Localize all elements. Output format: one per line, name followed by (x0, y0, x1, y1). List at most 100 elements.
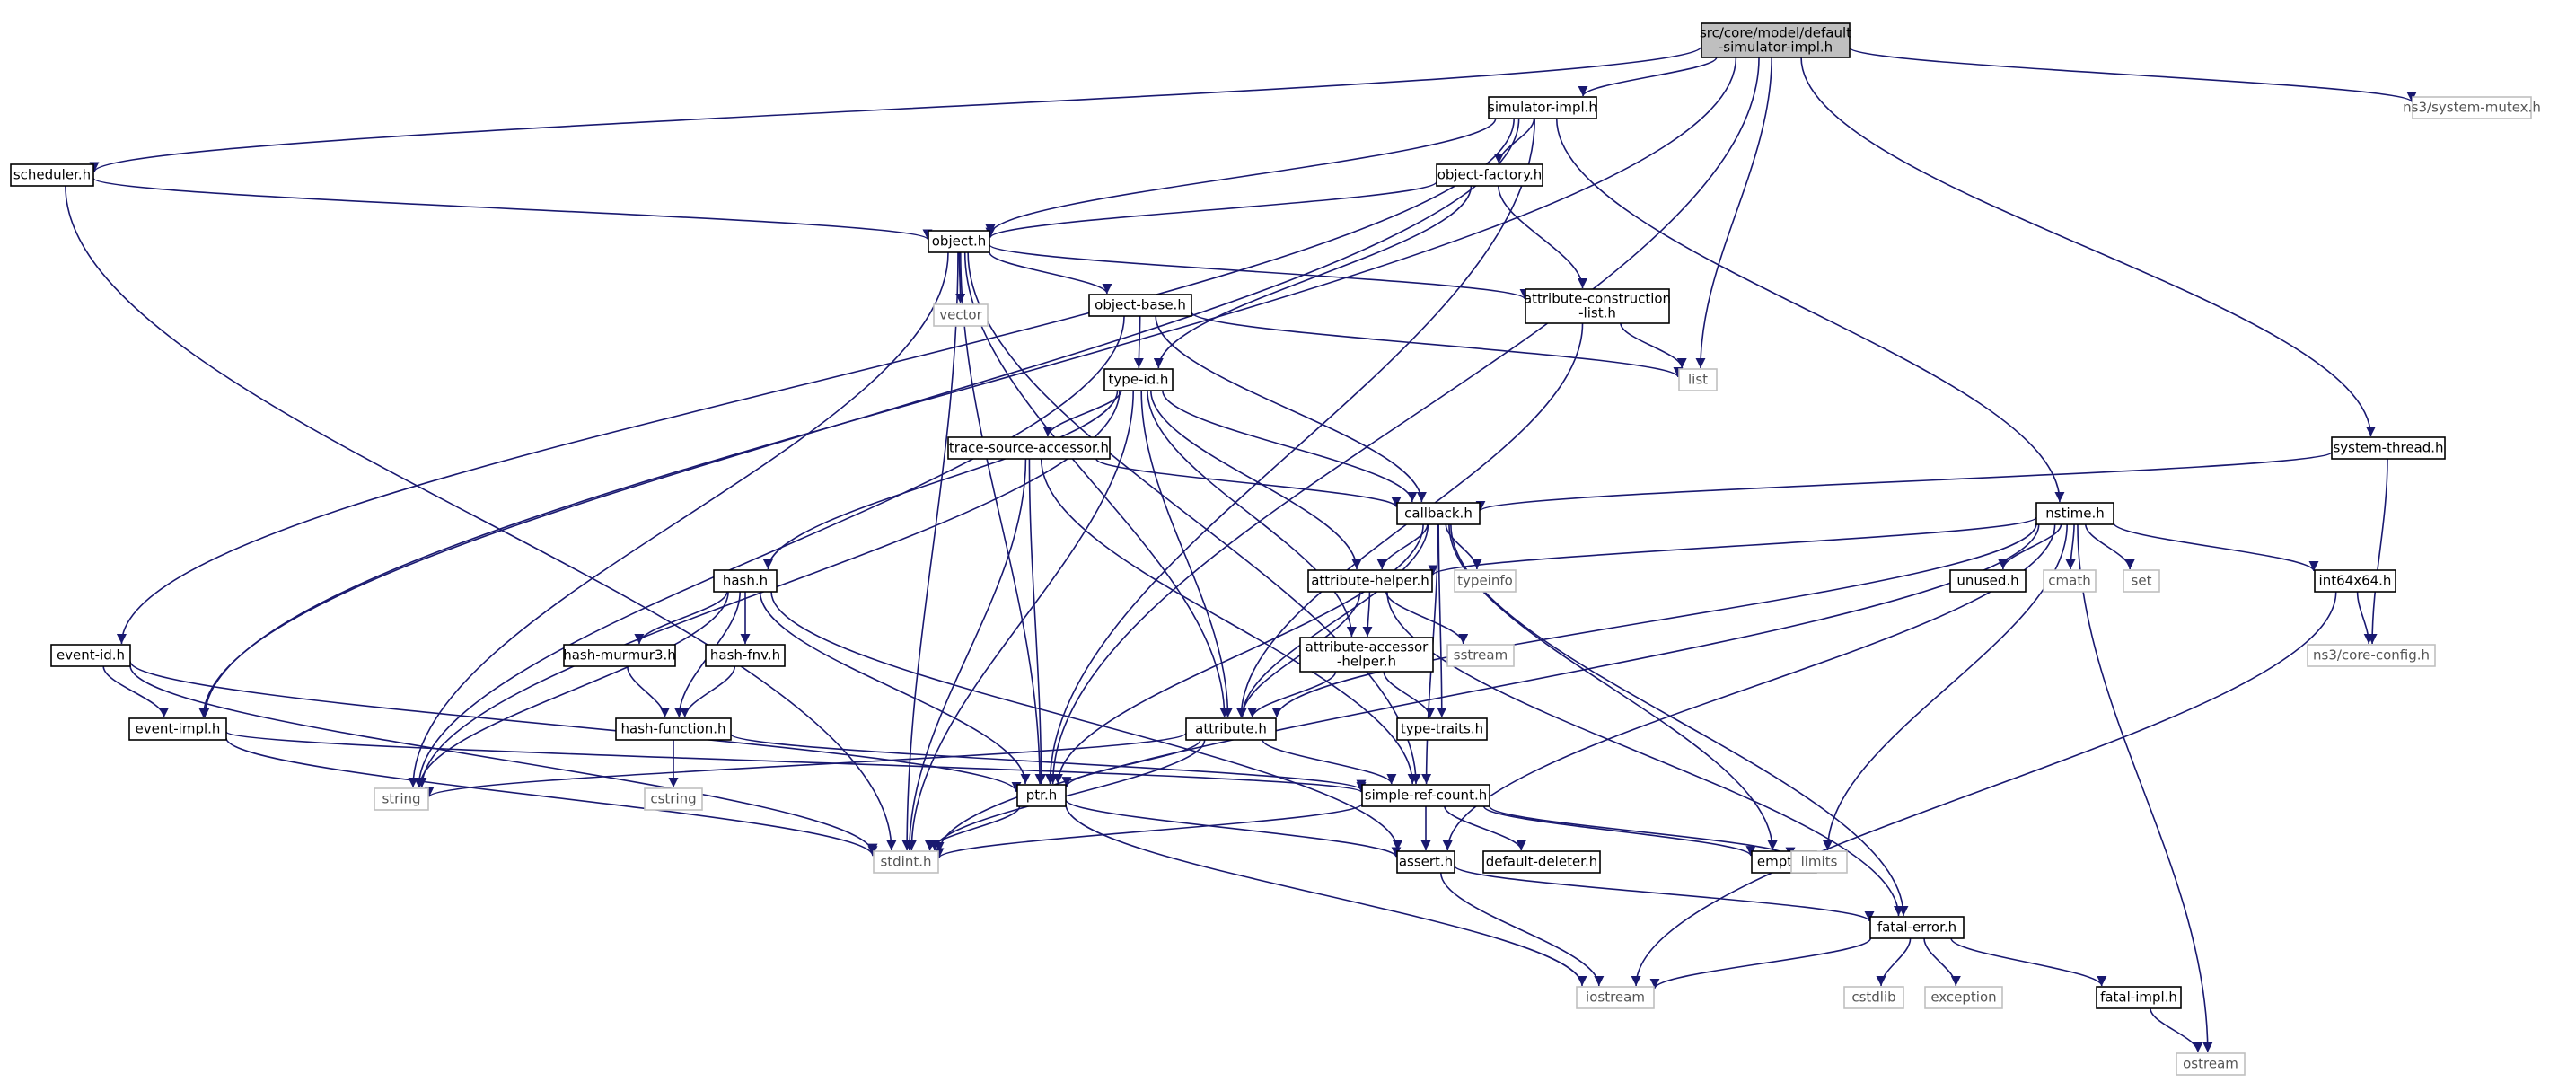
node-box (2035, 502, 2114, 525)
header-node-fatal-impl[interactable]: fatal-impl.h (2096, 986, 2182, 1009)
include-edge-hash_fnv-to-hash_function (680, 665, 736, 718)
header-node-hash-murmur3[interactable]: hash-murmur3.h (563, 644, 676, 667)
header-node-unused[interactable]: unused.h (1949, 569, 2027, 593)
node-box (1103, 368, 1174, 391)
node-label: ns3/system-mutex.h (2403, 100, 2541, 116)
header-node-simple-ref[interactable]: simple-ref-count.h (1361, 784, 1490, 807)
node-label: limits (1801, 854, 1838, 870)
node-box (1307, 569, 1433, 593)
node-label: event-impl.h (136, 721, 221, 737)
include-edge-attr_accessor-to-attribute (1247, 671, 1337, 718)
node-box (933, 303, 989, 327)
include-edge-hash-to-string (415, 591, 729, 788)
include-edge-fatal_error-to-exception (1923, 937, 1961, 987)
header-node-object[interactable]: object.h (928, 230, 990, 253)
header-node-default-deleter[interactable]: default-deleter.h (1482, 850, 1601, 874)
header-node-system-mutex: ns3/system-mutex.h (2403, 96, 2541, 119)
header-node-cmath: cmath (2043, 569, 2097, 593)
include-edge-system_thread-to-callback (1475, 451, 2333, 512)
header-node-attr-constr[interactable]: attribute-construction-list.h (1524, 288, 1671, 324)
node-label: typeinfo (1457, 573, 1513, 589)
header-node-attr-accessor[interactable]: attribute-accessor-helper.h (1299, 637, 1434, 673)
include-edge-int64x64-to-core_config (2356, 591, 2374, 645)
include-edge-hash-to-assert (770, 591, 1402, 851)
include-edge-trace_source-to-callback (1095, 458, 1402, 508)
header-node-nstime[interactable]: nstime.h (2035, 502, 2114, 525)
header-node-event-id[interactable]: event-id.h (50, 644, 131, 667)
node-label: string (382, 791, 420, 807)
include-edge-attr_helper-to-sstream (1385, 591, 1469, 645)
include-edge-simple_ref-to-default_deleter (1444, 805, 1526, 851)
include-edge-assert-to-iostream (1439, 872, 1605, 987)
include-edge-simple_ref-to-stdint (934, 803, 1363, 859)
header-node-attribute[interactable]: attribute.h (1185, 717, 1277, 741)
header-node-simulator-impl[interactable]: simulator-impl.h (1488, 96, 1597, 119)
node-label: hash.h (723, 573, 768, 589)
node-label: default-deleter.h (1486, 854, 1598, 870)
header-node-type-traits[interactable]: type-traits.h (1396, 717, 1488, 741)
node-label: attribute-helper.h (1311, 573, 1429, 589)
header-node-object-factory[interactable]: object-factory.h (1436, 163, 1543, 187)
header-node-ptr[interactable]: ptr.h (1016, 784, 1067, 807)
header-node-assert[interactable]: assert.h (1396, 850, 1455, 874)
node-box (1446, 644, 1515, 667)
header-node-hash-fnv[interactable]: hash-fnv.h (705, 644, 786, 667)
include-edge-nstime-to-cmath (2065, 523, 2076, 570)
include-edge-nstime-to-attribute (1271, 523, 2037, 718)
header-node-hash-function[interactable]: hash-function.h (615, 717, 732, 741)
node-box (644, 787, 703, 811)
header-node-system-thread[interactable]: system-thread.h (2331, 436, 2446, 460)
node-box (1299, 637, 1434, 673)
include-edge-root-to-scheduler (89, 45, 1702, 172)
header-node-typeinfo: typeinfo (1454, 569, 1517, 593)
header-node-object-base[interactable]: object-base.h (1088, 294, 1192, 317)
node-label: assert.h (1399, 854, 1453, 870)
header-node-int64x64[interactable]: int64x64.h (2314, 569, 2396, 593)
node-label: type-id.h (1109, 372, 1169, 388)
include-edge-object_factory-to-object (985, 180, 1437, 239)
include-edge-nstime-to-limits (1823, 523, 2068, 851)
include-edge-object_factory-to-attr_constr (1498, 185, 1588, 289)
include-edge-callback-to-ptr (1052, 523, 1424, 785)
header-node-type-id[interactable]: type-id.h (1103, 368, 1174, 391)
header-nodes: src/core/model/default-simulator-impl.hs… (10, 22, 2541, 1076)
header-node-callback[interactable]: callback.h (1396, 502, 1481, 525)
node-box (713, 569, 778, 593)
node-box (1869, 916, 1965, 939)
include-edge-int64x64-to-iostream (1631, 591, 2337, 987)
node-label: list (1688, 372, 1708, 388)
node-label: -helper.h (1337, 654, 1396, 670)
header-node-root[interactable]: src/core/model/default-simulator-impl.h (1700, 22, 1851, 58)
node-label: attribute.h (1195, 721, 1267, 737)
include-edge-object_base-to-string (414, 315, 1125, 788)
node-label: simple-ref-count.h (1365, 787, 1487, 804)
include-edge-scheduler-to-object (92, 177, 933, 241)
node-label: object.h (932, 233, 987, 250)
header-node-sstream: sstream (1446, 644, 1515, 667)
include-edge-event_id-to-stdint (129, 665, 878, 854)
node-label: hash-function.h (621, 721, 726, 737)
header-node-exception: exception (1924, 986, 2003, 1009)
node-label: src/core/model/default (1700, 25, 1851, 41)
header-node-event-impl[interactable]: event-impl.h (128, 717, 227, 741)
node-box (947, 436, 1111, 460)
header-node-trace-source[interactable]: trace-source-accessor.h (947, 436, 1111, 460)
include-edge-hash-to-ptr (759, 591, 1031, 785)
header-node-hash[interactable]: hash.h (713, 569, 778, 593)
node-box (128, 717, 227, 741)
node-label: stdint.h (880, 854, 931, 870)
header-node-attr-helper[interactable]: attribute-helper.h (1307, 569, 1433, 593)
node-box (1678, 368, 1718, 391)
node-box (1576, 986, 1655, 1009)
node-box (2331, 436, 2446, 460)
include-edge-root-to-simulator_impl (1578, 57, 1718, 97)
include-edge-type_id-to-attr_helper (1150, 390, 1362, 570)
header-node-scheduler[interactable]: scheduler.h (10, 163, 94, 187)
header-node-limits: limits (1790, 850, 1848, 874)
node-label: cstdlib (1851, 990, 1895, 1006)
include-edge-simulator_impl-to-event_impl (198, 118, 1520, 718)
header-node-fatal-error[interactable]: fatal-error.h (1869, 916, 1965, 939)
node-box (2043, 569, 2097, 593)
include-edge-object-to-object_base (989, 251, 1112, 295)
